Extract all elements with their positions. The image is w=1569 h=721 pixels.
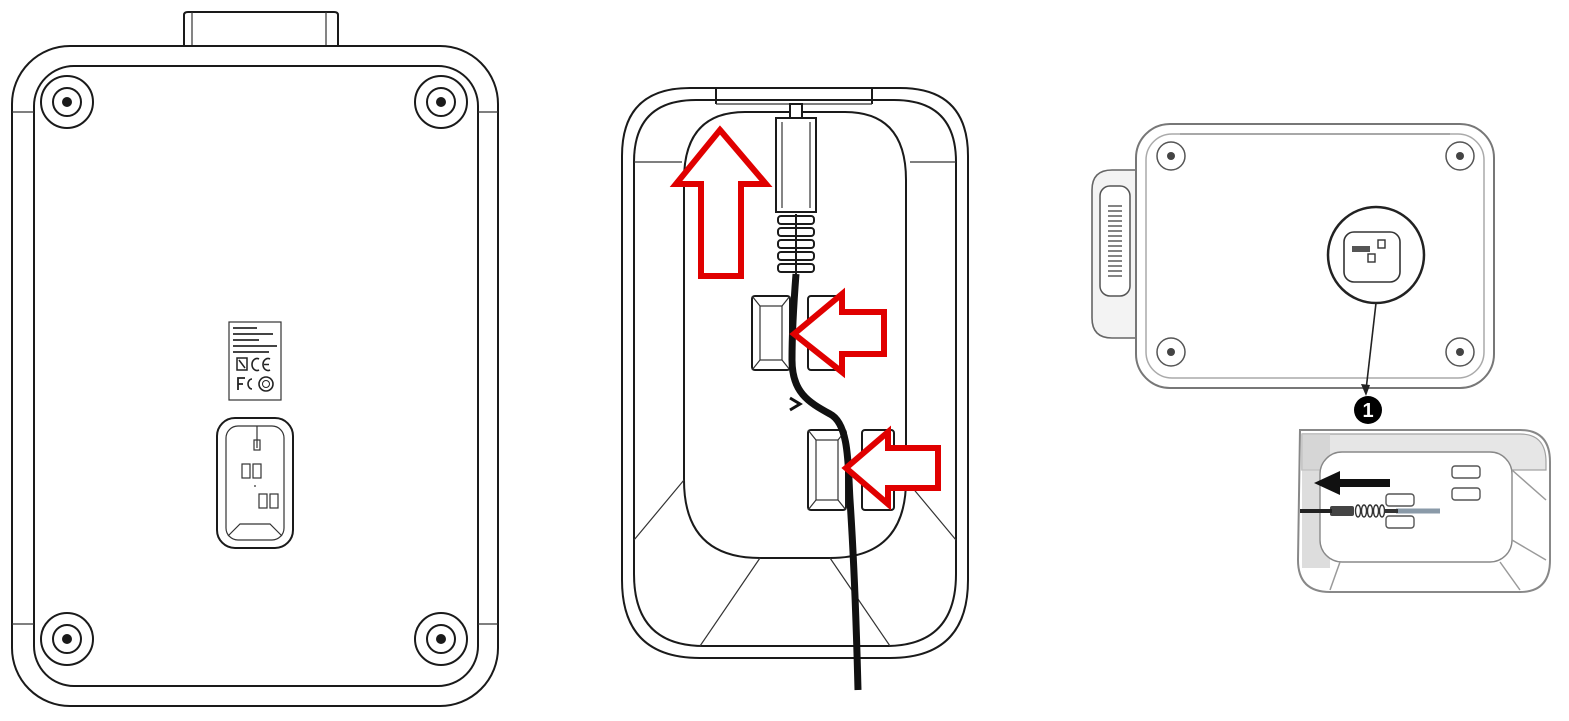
- detail-zoom-view: [1296, 429, 1551, 593]
- zoom-cable-plug: [1300, 504, 1398, 518]
- device-body-inner: [33, 65, 479, 687]
- holder-outer: [621, 87, 969, 659]
- screw-bottom-right: [414, 612, 468, 666]
- cable-routing-view: [621, 87, 969, 691]
- cable-clip: [258, 493, 268, 509]
- step-number: 1: [1362, 400, 1373, 422]
- screw-top-right: [1445, 141, 1475, 171]
- step-number-badge: 1: [1354, 396, 1382, 424]
- cable-plug: [775, 103, 817, 274]
- screw-bottom-left: [1156, 337, 1186, 367]
- screw-top-left: [40, 75, 94, 129]
- screw-bottom-right: [1445, 337, 1475, 367]
- cable-clip: [241, 463, 251, 479]
- red-arrow-up: [669, 125, 773, 279]
- cable-channel: [216, 417, 294, 549]
- fcc-icon: [237, 377, 253, 390]
- holder-inner: [633, 99, 957, 647]
- cable-removal-detail: 1: [1091, 123, 1551, 593]
- zoom-clips: [1385, 465, 1481, 529]
- red-arrow-left-upper: [789, 287, 887, 379]
- device-bottom-view: [11, 11, 499, 707]
- device-body-outer: [11, 45, 499, 707]
- pull-direction-arrow: [1314, 471, 1390, 495]
- regulatory-label: [228, 321, 282, 401]
- screw-bottom-left: [40, 612, 94, 666]
- side-clip-tab: [1091, 169, 1140, 339]
- power-cable: [788, 273, 862, 691]
- magnifier-callout: [1326, 205, 1426, 396]
- top-tab: [183, 11, 339, 47]
- screw-top-right: [414, 75, 468, 129]
- ce-mark-icon: [251, 357, 271, 372]
- weee-icon: [258, 376, 274, 392]
- red-arrow-left-lower: [841, 425, 941, 511]
- device-back-outer: [1135, 123, 1495, 389]
- screw-top-left: [1156, 141, 1186, 171]
- rcm-mark-icon: [236, 357, 248, 371]
